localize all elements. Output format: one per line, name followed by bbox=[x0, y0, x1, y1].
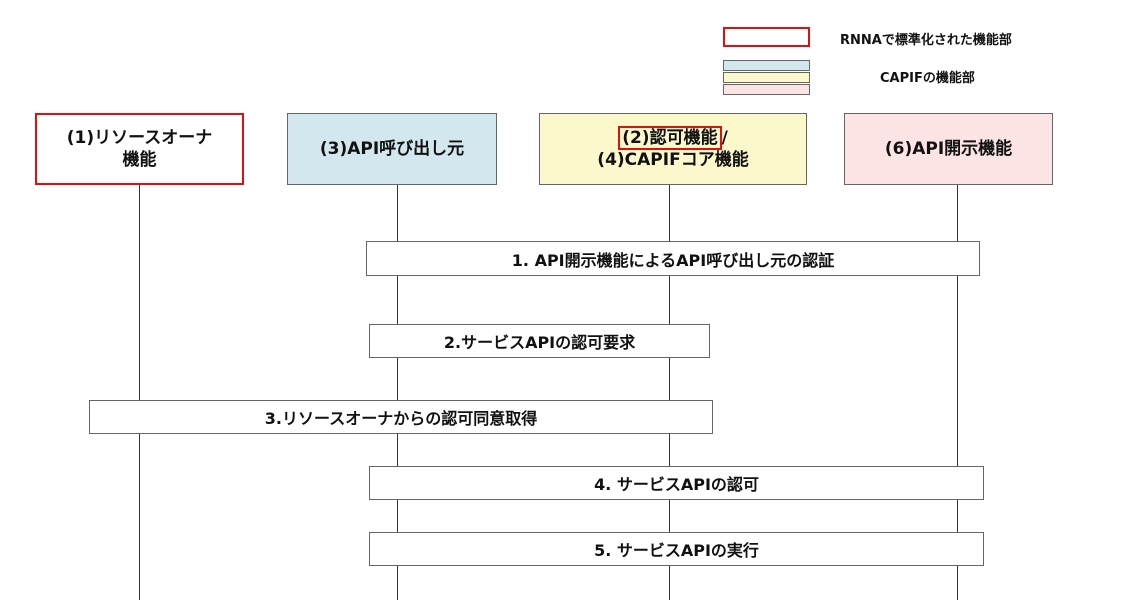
step-5-label: 5. サービスAPIの実行 bbox=[594, 541, 759, 560]
step-2-authorization-request: 2.サービスAPIの認可要求 bbox=[369, 324, 710, 358]
lifeline-resource-owner bbox=[139, 184, 140, 600]
step-1-label: 1. API開示機能によるAPI呼び出し元の認証 bbox=[511, 250, 835, 270]
step-2-label: 2.サービスAPIの認可要求 bbox=[443, 333, 636, 352]
legend-capif-swatch-core bbox=[723, 72, 810, 83]
lifeline-api-exposer bbox=[957, 184, 958, 600]
actor-resource-owner-line2: 機能 bbox=[122, 150, 157, 170]
actor-api-exposer-label: (6)API開示機能 bbox=[884, 139, 1013, 159]
step-4-authorization: 4. サービスAPIの認可 bbox=[369, 466, 984, 500]
legend-capif-label: CAPIFの機能部 bbox=[880, 71, 975, 86]
step-5-execution: 5. サービスAPIの実行 bbox=[369, 532, 984, 566]
step-4-label: 4. サービスAPIの認可 bbox=[594, 475, 759, 494]
actor-api-exposer: (6)API開示機能 bbox=[844, 113, 1053, 185]
actor-capif-core: (2)認可機能/ (4)CAPIFコア機能 bbox=[539, 113, 807, 185]
lifeline-capif-core bbox=[669, 184, 670, 600]
legend-rnna-swatch bbox=[723, 27, 810, 47]
legend-rnna-label: RNNAで標準化された機能部 bbox=[840, 33, 1012, 48]
step-3-owner-consent: 3.リソースオーナからの認可同意取得 bbox=[89, 400, 713, 434]
actor-resource-owner: (1)リソースオーナ 機能 bbox=[35, 113, 244, 185]
actor-capif-core-line2: (4)CAPIFコア機能 bbox=[597, 150, 749, 170]
actor-api-invoker-label: (3)API呼び出し元 bbox=[319, 139, 465, 159]
actor-api-invoker: (3)API呼び出し元 bbox=[287, 113, 497, 185]
actor-capif-core-separator: / bbox=[721, 128, 728, 148]
legend-capif-swatch-exposer bbox=[723, 84, 810, 95]
legend-capif-swatch-consumer bbox=[723, 60, 810, 71]
authorization-function-highlight: (2)認可機能 bbox=[618, 126, 722, 150]
lifeline-api-invoker bbox=[397, 184, 398, 600]
step-3-label: 3.リソースオーナからの認可同意取得 bbox=[264, 409, 538, 428]
step-1-authentication: 1. API開示機能によるAPI呼び出し元の認証 bbox=[366, 241, 980, 276]
actor-resource-owner-line1: (1)リソースオーナ bbox=[66, 128, 213, 148]
